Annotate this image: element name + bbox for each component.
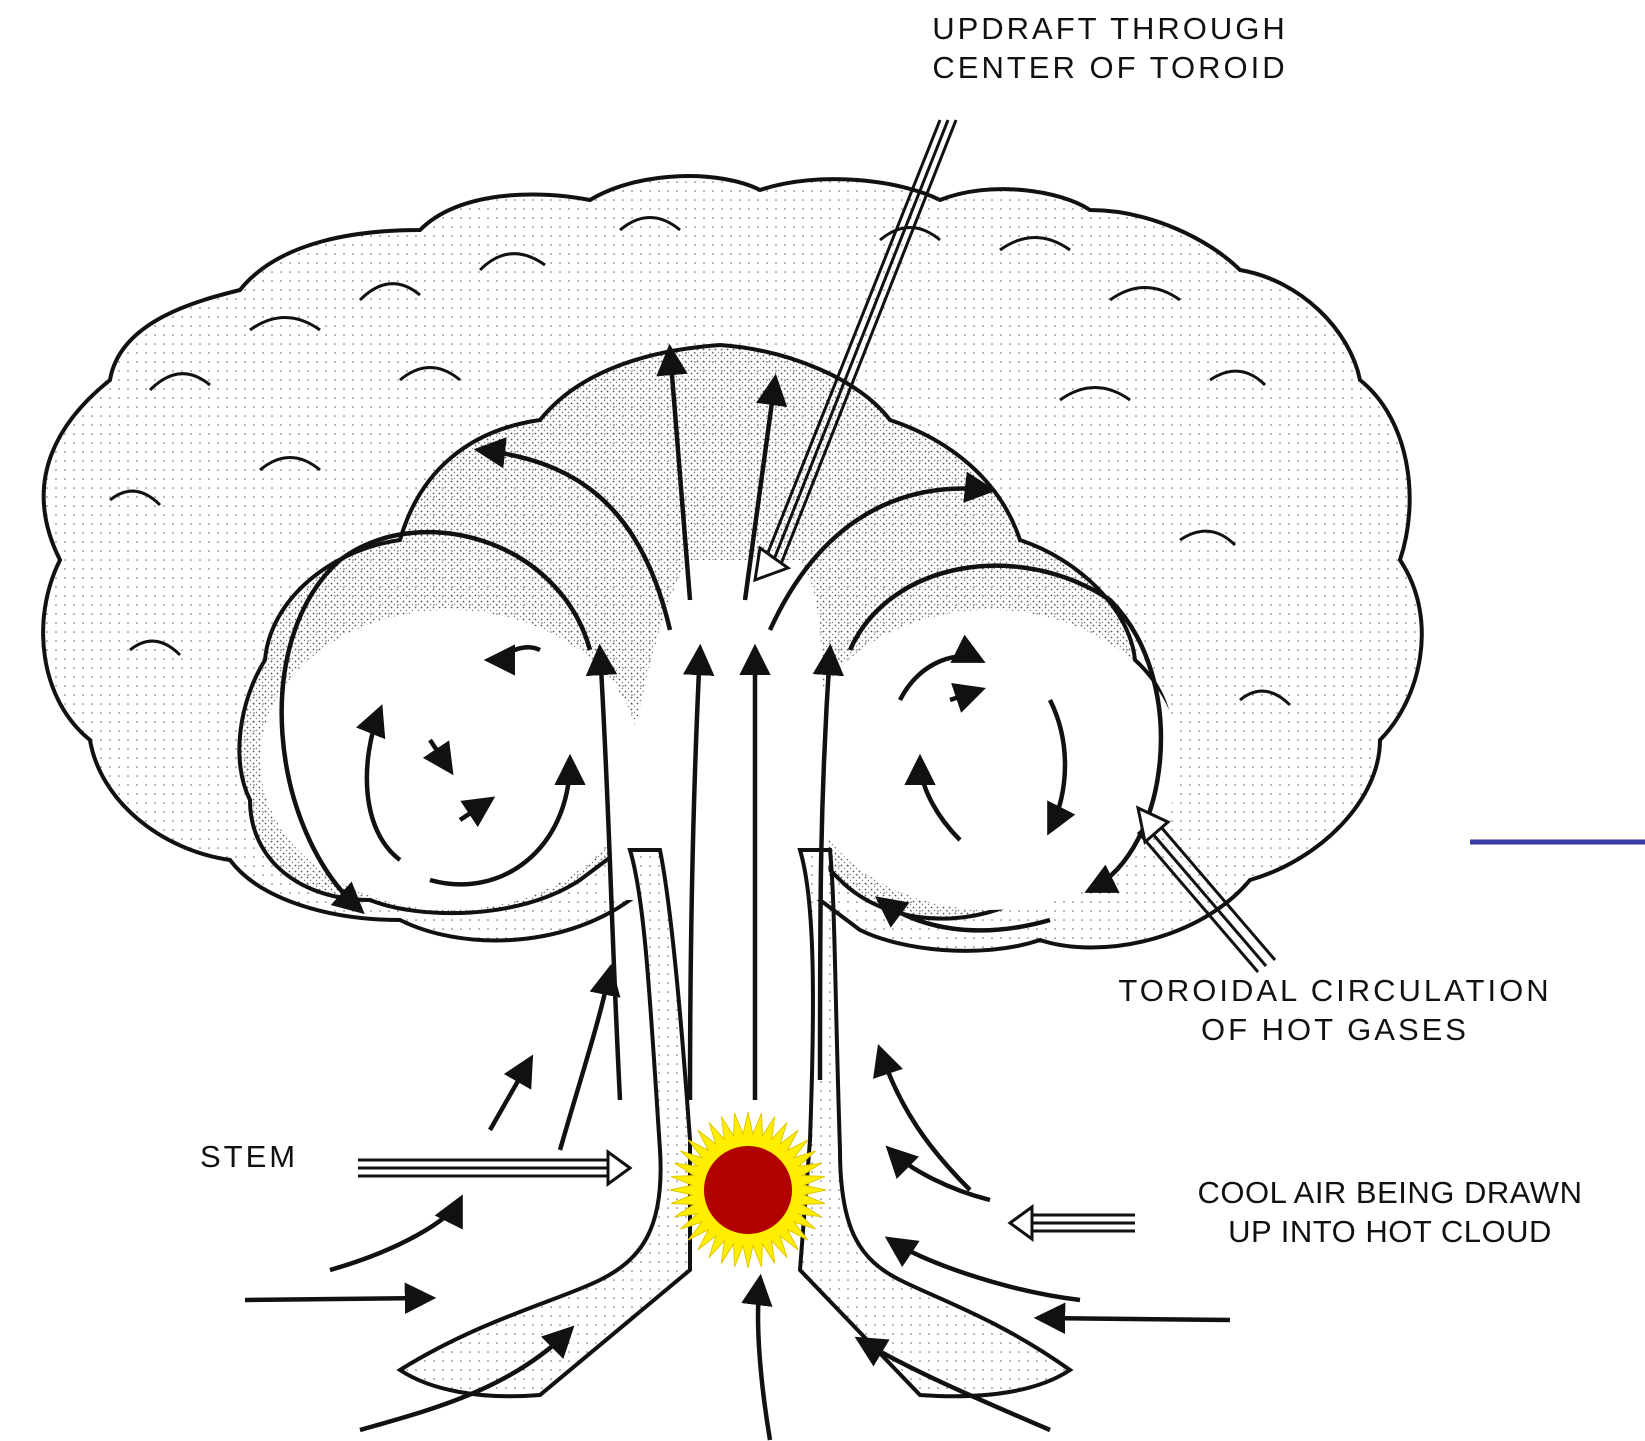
left-vortex-core [260, 610, 640, 910]
toroidal-label-line-2: OF HOT GASES [1085, 1011, 1585, 1050]
updraft-label-line-2: CENTER OF TOROID [900, 49, 1320, 88]
updraft-label-line-1: UPDRAFT THROUGH [900, 10, 1320, 49]
toroidal-label-line-1: TOROIDAL CIRCULATION [1085, 972, 1585, 1011]
cool-air-label-line-2: UP INTO HOT CLOUD [1140, 1213, 1640, 1252]
toroidal-label: TOROIDAL CIRCULATION OF HOT GASES [1085, 972, 1585, 1050]
updraft-label: UPDRAFT THROUGH CENTER OF TOROID [900, 10, 1320, 88]
cool-air-label-line-1: COOL AIR BEING DRAWN [1140, 1174, 1640, 1213]
stem-label: STEM [200, 1138, 350, 1177]
cool-air-label: COOL AIR BEING DRAWN UP INTO HOT CLOUD [1140, 1174, 1640, 1252]
